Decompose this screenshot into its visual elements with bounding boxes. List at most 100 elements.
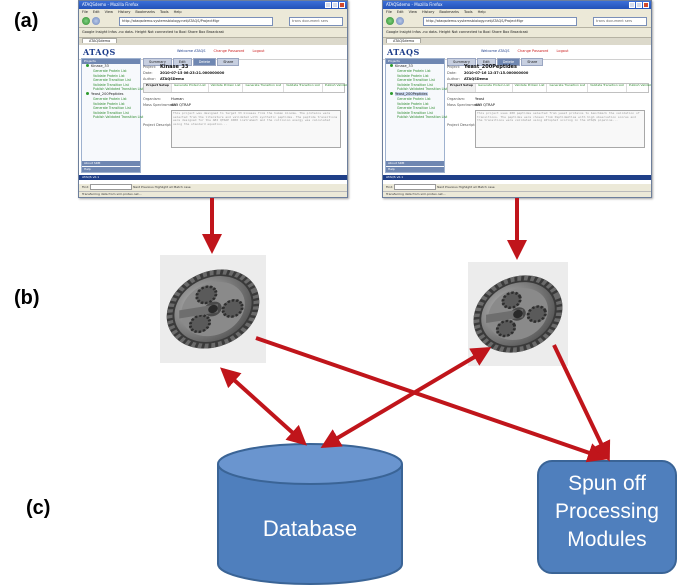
menu-help[interactable]: Help [477, 10, 486, 14]
subtab-delete[interactable]: Delete [192, 58, 217, 66]
subtab-share[interactable]: Share [521, 58, 544, 66]
find-input[interactable] [90, 184, 133, 190]
organism-row: Organism:Yeast [447, 97, 485, 101]
maximize-button[interactable] [332, 2, 338, 8]
step-validate-transition[interactable]: Validate Transition List [284, 83, 323, 92]
arrow-gear2-modules [552, 344, 611, 462]
change-password-link[interactable]: Change Password [213, 49, 245, 53]
menu-tools[interactable]: Tools [463, 10, 473, 14]
sidebar-item[interactable]: Generate Protein List [397, 96, 431, 101]
subtab-summary[interactable]: Summary [143, 58, 172, 66]
find-bar: Find: Next Previous Highlight all Match … [383, 184, 651, 191]
menu-view[interactable]: View [408, 10, 417, 14]
sidebar-item[interactable]: Generate Transition List [93, 106, 131, 111]
sidebar-item[interactable]: Validate Protein List [93, 101, 125, 106]
menu-file[interactable]: File [386, 10, 392, 14]
sidebar-item[interactable]: Generate Transition List [397, 106, 435, 111]
tab-ataqsdemo[interactable]: ATAQSdemo [386, 38, 422, 43]
sidebar-item[interactable]: Validate Transition List [397, 82, 433, 87]
sidebar-about[interactable]: About SRM [386, 161, 444, 166]
forward-button[interactable] [396, 17, 404, 25]
minimize-button[interactable] [629, 2, 635, 8]
subtab-edit[interactable]: Edit [476, 58, 496, 66]
menu-history[interactable]: History [421, 10, 435, 14]
sidebar-item[interactable]: Validate Protein List [397, 73, 429, 78]
description-textarea[interactable]: This project was designed to target 33 k… [171, 110, 341, 148]
sidebar-item[interactable]: Validate Transition List [93, 82, 129, 87]
step-generate-transition[interactable]: Generate Transition List [243, 83, 285, 92]
sidebar-project-kinase[interactable]: Kinase_33 [386, 64, 444, 69]
change-password-link[interactable]: Change Password [517, 49, 549, 53]
sidebar-item[interactable]: Generate Transition List [397, 78, 435, 83]
step-validate-protein[interactable]: Validate Protein List [209, 83, 244, 92]
menu-bookmarks[interactable]: Bookmarks [439, 10, 459, 14]
panel-label-a: (a) [14, 10, 39, 32]
forward-button[interactable] [92, 17, 100, 25]
project-dot-icon [390, 64, 393, 67]
ataqs-logo: ATAQS [387, 47, 420, 57]
subtab-share[interactable]: Share [217, 58, 240, 66]
step-project-setup[interactable]: Project Setup [448, 83, 476, 92]
sidebar-item[interactable]: Generate Protein List [93, 69, 127, 73]
window-title: ATAQSdemo - Mozilla Firefox [386, 2, 443, 7]
sidebar-about[interactable]: About SRM [82, 161, 140, 166]
sidebar-item[interactable]: Validate Transition List [93, 110, 129, 115]
maximize-button[interactable] [636, 2, 642, 8]
back-button[interactable] [386, 17, 394, 25]
subtab-delete[interactable]: Delete [496, 58, 521, 66]
step-validate-protein[interactable]: Validate Protein List [513, 83, 548, 92]
minimize-button[interactable] [325, 2, 331, 8]
sidebar-item[interactable]: Publish Validated Transition List [93, 87, 144, 92]
sidebar-help[interactable]: Help [82, 167, 140, 172]
sidebar-item[interactable]: Generate Protein List [397, 69, 431, 73]
menu-help[interactable]: Help [173, 10, 182, 14]
sidebar-item[interactable]: Validate Protein List [397, 101, 429, 106]
search-field[interactable]: trans document sers [289, 17, 343, 26]
close-button[interactable] [339, 2, 345, 8]
sidebar-item[interactable]: Publish Validated Transition List [93, 115, 144, 120]
menu-edit[interactable]: Edit [92, 10, 100, 14]
sidebar-item[interactable]: Generate Protein List [93, 96, 127, 101]
sidebar-item[interactable]: Validate Protein List [93, 73, 125, 78]
find-input[interactable] [394, 184, 437, 190]
sidebar-project-yeast[interactable]: Yeast_200Peptides [82, 91, 140, 97]
sidebar-item[interactable]: Publish Validated Transition List [397, 115, 448, 120]
sidebar-help[interactable]: Help [386, 167, 444, 172]
status-bar: Transferring data from srm.proteo.net... [383, 191, 651, 197]
url-field[interactable]: http://ataqsdemo.systemsbiology.net/ATAQ… [423, 17, 577, 26]
close-button[interactable] [643, 2, 649, 8]
step-generate-protein[interactable]: Generate Protein List [476, 83, 513, 92]
menu-view[interactable]: View [104, 10, 113, 14]
menu-bookmarks[interactable]: Bookmarks [135, 10, 155, 14]
logout-link[interactable]: Logout [252, 49, 265, 53]
step-project-setup[interactable]: Project Setup [144, 83, 172, 92]
step-generate-transition[interactable]: Generate Transition List [547, 83, 589, 92]
menu-file[interactable]: File [82, 10, 88, 14]
subtab-summary[interactable]: Summary [447, 58, 476, 66]
step-generate-protein[interactable]: Generate Protein List [172, 83, 209, 92]
sidebar-item[interactable]: Generate Transition List [93, 78, 131, 83]
project-row: Project:Kinase_33 [143, 64, 189, 70]
menu-history[interactable]: History [117, 10, 131, 14]
menu-tools[interactable]: Tools [159, 10, 169, 14]
projects-sidebar: Projects Kinase_33 Generate Protein List… [81, 58, 144, 173]
sidebar-item[interactable]: Validate Transition List [397, 110, 433, 115]
sidebar-project-yeast[interactable]: Yeast_200Peptides [386, 91, 444, 97]
tab-strip: ATAQSdemo [383, 38, 651, 45]
step-publish[interactable]: Publish Validated Transition List [323, 83, 347, 92]
step-publish[interactable]: Publish Validated Transition List [627, 83, 651, 92]
panel-label-c: (c) [26, 497, 51, 519]
subtab-edit[interactable]: Edit [172, 58, 192, 66]
description-textarea[interactable]: This project uses 200 peptides selected … [475, 110, 645, 148]
search-field[interactable]: trans document sers [593, 17, 647, 26]
sidebar-project-kinase[interactable]: Kinase_33 [82, 64, 140, 69]
step-validate-transition[interactable]: Validate Transition List [588, 83, 627, 92]
sidebar-item[interactable]: Publish Validated Transition List [397, 87, 448, 92]
tab-ataqsdemo[interactable]: ATAQSdemo [82, 38, 118, 43]
menu-edit[interactable]: Edit [396, 10, 404, 14]
logout-link[interactable]: Logout [556, 49, 569, 53]
url-field[interactable]: http://ataqsdemo.systemsbiology.net/ATAQ… [119, 17, 273, 26]
window-titlebar: ATAQSdemo - Mozilla Firefox [383, 1, 651, 9]
back-button[interactable] [82, 17, 90, 25]
